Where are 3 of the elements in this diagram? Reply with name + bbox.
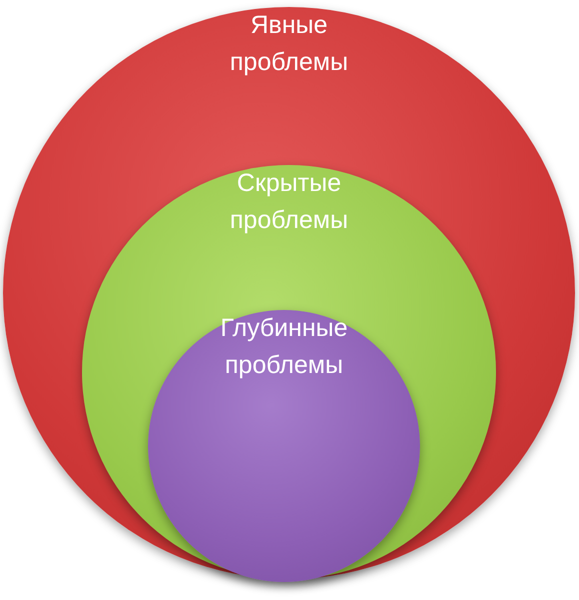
circle-label: Явные проблемы [228,10,350,78]
circle-label: Скрытые проблемы [228,168,350,236]
circle-label: Глубинные проблемы [219,313,349,381]
